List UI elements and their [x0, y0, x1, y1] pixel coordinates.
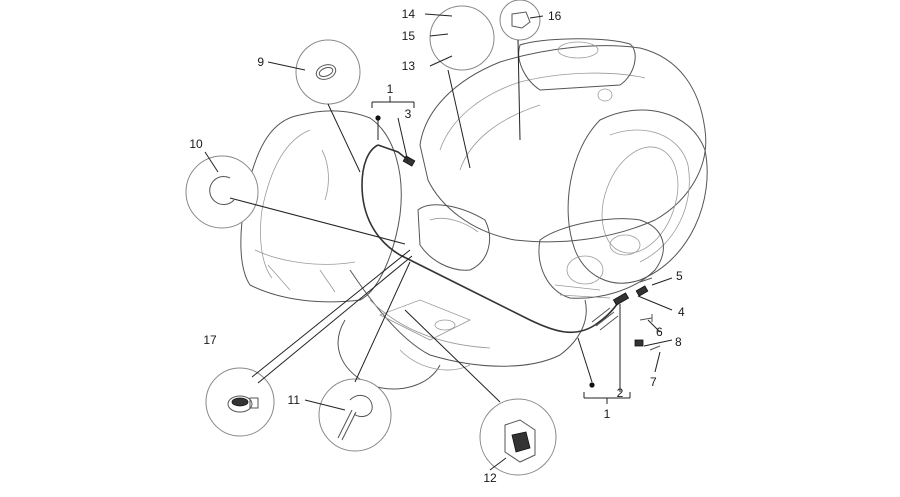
callout-label-17: 17 — [203, 333, 217, 347]
callout-label-5: 5 — [676, 269, 683, 283]
leader-lines — [204, 13, 673, 471]
callout-label-6: 6 — [656, 325, 663, 339]
key-dot-bottom — [589, 382, 595, 388]
key-dot-top — [375, 115, 381, 121]
callout-label-16: 16 — [548, 9, 562, 23]
callout-label-7: 7 — [650, 375, 657, 389]
callout-label-3: 3 — [405, 107, 412, 121]
cable-assembly — [361, 144, 661, 351]
callout-circle-17 — [205, 367, 275, 437]
callout-label-1-top: 1 — [387, 82, 394, 96]
callout-label-9: 9 — [257, 55, 264, 69]
callout-label-10: 10 — [189, 137, 203, 151]
callout-label-15: 15 — [402, 29, 416, 43]
callout-label-14: 14 — [402, 7, 416, 21]
callout-circle-9 — [295, 39, 361, 105]
callout-circle-12 — [479, 398, 557, 476]
callout-label-12: 12 — [483, 471, 497, 485]
callout-circle-11 — [318, 378, 392, 452]
callout-label-2: 2 — [617, 386, 624, 400]
callout-label-4: 4 — [678, 305, 685, 319]
callout-label-11: 11 — [288, 393, 301, 407]
callout-circle-10 — [185, 155, 259, 229]
callout-label-13: 13 — [402, 59, 416, 73]
callout-circle-13-15 — [429, 5, 495, 71]
callout-label-1-bottom: 1 — [604, 407, 611, 421]
callout-label-8: 8 — [675, 335, 682, 349]
callout-circle-16 — [499, 0, 541, 41]
